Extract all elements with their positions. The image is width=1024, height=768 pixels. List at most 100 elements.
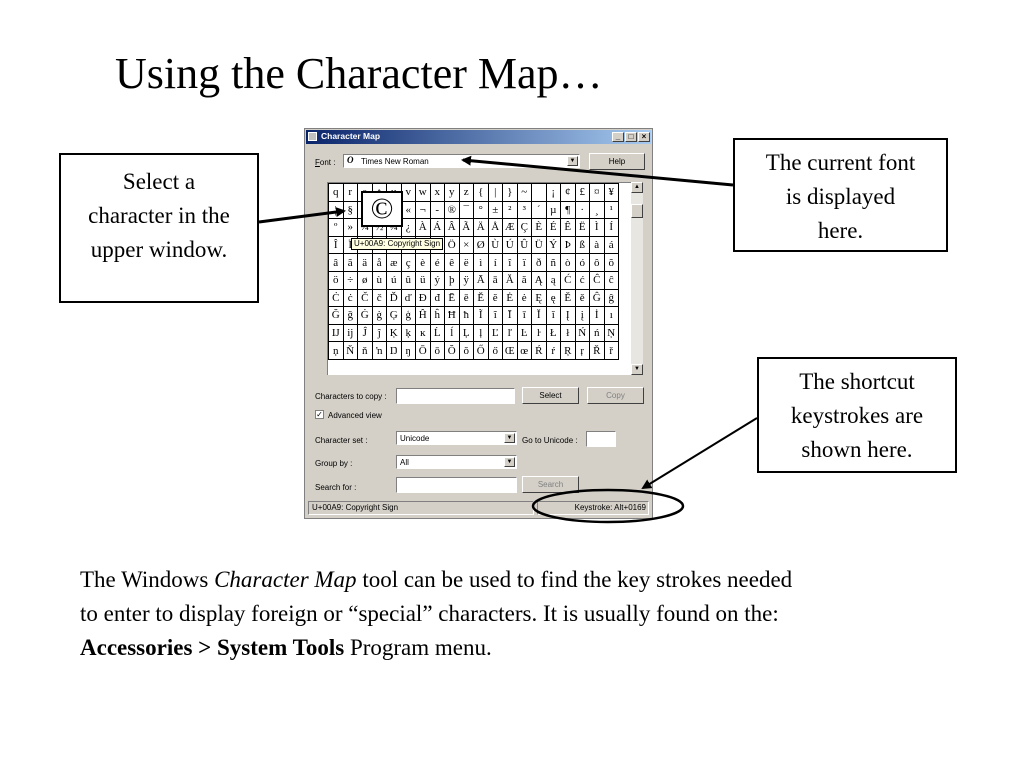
character-cell[interactable]: Ø bbox=[473, 235, 489, 255]
character-cell[interactable]: ő bbox=[487, 341, 503, 360]
character-cell[interactable]: ö bbox=[328, 270, 344, 290]
character-cell[interactable]: ä bbox=[357, 253, 373, 272]
character-cell[interactable]: ² bbox=[502, 200, 518, 220]
search-input[interactable] bbox=[396, 477, 517, 493]
character-cell[interactable]: þ bbox=[444, 270, 460, 290]
font-select[interactable]: O Times New Roman ▼ bbox=[343, 154, 580, 168]
character-cell[interactable]: ċ bbox=[342, 288, 358, 308]
character-cell[interactable]: õ bbox=[603, 253, 619, 272]
character-cell[interactable]: ñ bbox=[545, 253, 561, 272]
minimize-button[interactable]: _ bbox=[612, 132, 624, 142]
character-cell[interactable]: É bbox=[545, 218, 561, 237]
window-titlebar[interactable]: Character Map _ □ × bbox=[306, 130, 651, 144]
character-cell[interactable]: ĝ bbox=[603, 288, 619, 308]
character-cell[interactable]: ï bbox=[516, 253, 532, 272]
character-cell[interactable]: - bbox=[429, 200, 445, 220]
character-cell[interactable]: ~ bbox=[516, 183, 532, 202]
go-to-unicode-input[interactable] bbox=[586, 431, 616, 447]
character-cell[interactable]: Æ bbox=[502, 218, 518, 237]
character-cell[interactable]: ĳ bbox=[342, 323, 358, 343]
character-cell[interactable]: ø bbox=[357, 270, 373, 290]
copy-button[interactable]: Copy bbox=[587, 387, 644, 404]
character-cell[interactable]: x bbox=[429, 183, 445, 202]
character-cell[interactable]: Ĵ bbox=[357, 323, 373, 343]
character-cell[interactable]: Ľ bbox=[487, 323, 503, 343]
character-cell[interactable]: ļ bbox=[473, 323, 489, 343]
character-cell[interactable]: â bbox=[328, 253, 344, 272]
character-cell[interactable]: Ā bbox=[473, 270, 489, 290]
character-cell[interactable]: | bbox=[487, 183, 503, 202]
character-cell[interactable]: ď bbox=[400, 288, 416, 308]
character-cell[interactable]: ³ bbox=[516, 200, 532, 220]
character-cell[interactable]: ´ bbox=[531, 200, 547, 220]
character-cell[interactable]: ± bbox=[487, 200, 503, 220]
character-cell[interactable]: ā bbox=[487, 270, 503, 290]
character-cell[interactable]: ã bbox=[342, 253, 358, 272]
character-cell[interactable]: v bbox=[400, 183, 416, 202]
character-cell[interactable]: ř bbox=[603, 341, 619, 360]
character-cell[interactable]: Ĩ bbox=[473, 306, 489, 325]
character-cell[interactable]: ı bbox=[603, 306, 619, 325]
character-cell[interactable]: Ă bbox=[502, 270, 518, 290]
scrollbar-thumb[interactable] bbox=[631, 204, 643, 218]
character-cell[interactable]: č bbox=[371, 288, 387, 308]
character-set-select[interactable]: Unicode ▼ bbox=[396, 431, 517, 445]
character-cell[interactable]: Â bbox=[444, 218, 460, 237]
character-cell[interactable]: Ŗ bbox=[560, 341, 576, 360]
character-cell[interactable]: Ĭ bbox=[531, 306, 547, 325]
character-cell[interactable]: ŏ bbox=[458, 341, 474, 360]
character-cell[interactable]: È bbox=[531, 218, 547, 237]
character-cell[interactable]: ē bbox=[458, 288, 474, 308]
scroll-up-icon[interactable]: ▲ bbox=[631, 182, 643, 193]
character-cell[interactable]: § bbox=[342, 200, 358, 220]
character-cell[interactable]: ¤ bbox=[589, 183, 605, 202]
character-cell[interactable]: ě bbox=[574, 288, 590, 308]
character-cell[interactable]: Ĕ bbox=[473, 288, 489, 308]
character-cell[interactable]: î bbox=[502, 253, 518, 272]
help-button[interactable]: Help bbox=[589, 153, 645, 170]
character-cell[interactable]: ĵ bbox=[371, 323, 387, 343]
character-cell[interactable]: à bbox=[589, 235, 605, 255]
character-cell[interactable]: û bbox=[400, 270, 416, 290]
character-cell[interactable]: ú bbox=[386, 270, 402, 290]
character-cell[interactable]: · bbox=[574, 200, 590, 220]
character-cell[interactable]: ¶ bbox=[560, 200, 576, 220]
character-cell[interactable]: Ä bbox=[473, 218, 489, 237]
character-cell[interactable]: ç bbox=[400, 253, 416, 272]
character-cell[interactable]: ō bbox=[429, 341, 445, 360]
character-cell[interactable]: Ĥ bbox=[415, 306, 431, 325]
character-grid-scrollbar[interactable]: ▲ ▼ bbox=[631, 182, 643, 375]
chevron-down-icon[interactable]: ▼ bbox=[567, 156, 578, 166]
character-cell[interactable]: ĕ bbox=[487, 288, 503, 308]
character-cell[interactable]: ù bbox=[371, 270, 387, 290]
character-cell[interactable]: º bbox=[328, 218, 344, 237]
character-cell[interactable]: Ĳ bbox=[328, 323, 344, 343]
character-cell[interactable]: Í bbox=[603, 218, 619, 237]
character-cell[interactable]: Ğ bbox=[328, 306, 344, 325]
character-cell[interactable]: } bbox=[502, 183, 518, 202]
character-cell[interactable]: è bbox=[415, 253, 431, 272]
character-cell[interactable]: Ĝ bbox=[589, 288, 605, 308]
characters-to-copy-input[interactable] bbox=[396, 388, 515, 404]
character-cell[interactable]: Ė bbox=[502, 288, 518, 308]
character-cell[interactable]: Ě bbox=[560, 288, 576, 308]
character-cell[interactable]: Ę bbox=[531, 288, 547, 308]
character-cell[interactable]: Ķ bbox=[386, 323, 402, 343]
character-cell[interactable]: À bbox=[415, 218, 431, 237]
character-cell[interactable]: ŉ bbox=[371, 341, 387, 360]
character-cell[interactable]: Î bbox=[328, 235, 344, 255]
character-cell[interactable]: ¥ bbox=[603, 183, 619, 202]
character-cell[interactable]: Ħ bbox=[444, 306, 460, 325]
character-cell[interactable]: ğ bbox=[342, 306, 358, 325]
character-cell[interactable]: w bbox=[415, 183, 431, 202]
character-cell[interactable]: ĥ bbox=[429, 306, 445, 325]
character-cell[interactable]: y bbox=[444, 183, 460, 202]
character-cell[interactable]: Ő bbox=[473, 341, 489, 360]
character-cell[interactable]: Ê bbox=[560, 218, 576, 237]
character-cell[interactable]: » bbox=[342, 218, 358, 237]
character-cell[interactable]: å bbox=[371, 253, 387, 272]
character-cell[interactable]: ¡ bbox=[545, 183, 561, 202]
character-cell[interactable]: ħ bbox=[458, 306, 474, 325]
character-cell[interactable]: Ú bbox=[502, 235, 518, 255]
character-cell[interactable]: ® bbox=[444, 200, 460, 220]
